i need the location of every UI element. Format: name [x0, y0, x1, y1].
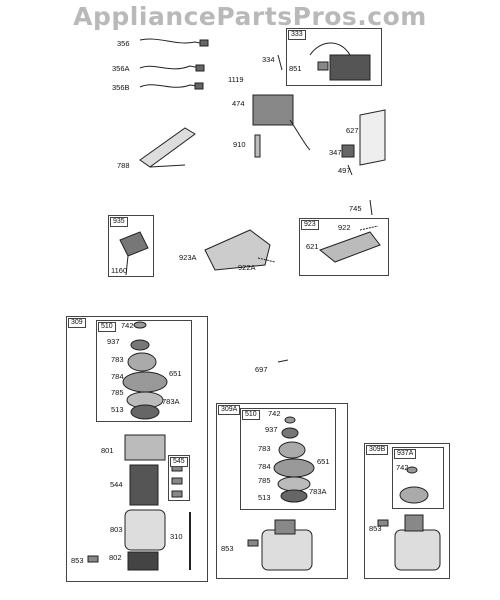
- part-627: 627: [346, 126, 359, 135]
- part-783b: 783: [258, 444, 271, 453]
- group-309-box: [66, 316, 208, 582]
- group-923-box: [299, 218, 389, 276]
- part-1119: 1119: [228, 75, 244, 84]
- part-937b: 937: [265, 425, 278, 434]
- part-853c: 853: [369, 524, 382, 533]
- part-651b: 651: [317, 457, 330, 466]
- part-783a: 783: [111, 355, 124, 364]
- tag-510a: 510: [98, 322, 116, 332]
- part-697: 697: [255, 365, 268, 374]
- part-347: 347: [329, 148, 342, 157]
- group-510b-box: [240, 408, 336, 510]
- tag-937A: 937A: [394, 449, 417, 459]
- part-788: 788: [117, 161, 130, 170]
- part-356B: 356B: [112, 83, 130, 92]
- part-742b: 742: [268, 409, 281, 418]
- part-802: 802: [109, 553, 122, 562]
- part-513a: 513: [111, 405, 124, 414]
- part-784b: 784: [258, 462, 271, 471]
- part-513b: 513: [258, 493, 271, 502]
- part-474: 474: [232, 99, 245, 108]
- group-333-box: [286, 28, 382, 86]
- part-742a: 742: [121, 321, 134, 330]
- part-651a: 651: [169, 369, 182, 378]
- group-545-box: [168, 455, 190, 501]
- part-922A: 922A: [238, 263, 256, 272]
- watermark: AppliancePartsPros.com: [73, 2, 427, 31]
- tag-309B: 309B: [366, 445, 389, 455]
- part-621: 621: [306, 242, 319, 251]
- part-785b: 785: [258, 476, 271, 485]
- tag-309: 309: [68, 318, 86, 328]
- part-922: 922: [338, 223, 351, 232]
- part-784a: 784: [111, 372, 124, 381]
- part-334: 334: [262, 55, 275, 64]
- part-310: 310: [170, 532, 183, 541]
- group-309B-box: [364, 443, 450, 579]
- part-742c: 742: [396, 463, 409, 472]
- part-356A: 356A: [112, 64, 130, 73]
- tag-545: 545: [170, 457, 188, 467]
- group-935-box: [108, 215, 154, 277]
- part-783Aa: 783A: [162, 397, 180, 406]
- tag-935: 935: [110, 217, 128, 227]
- tag-333: 333: [288, 30, 306, 40]
- part-356: 356: [117, 39, 130, 48]
- part-803: 803: [110, 525, 123, 534]
- part-745: 745: [349, 204, 362, 213]
- part-853b: 853: [221, 544, 234, 553]
- tag-510b: 510: [242, 410, 260, 420]
- part-937a: 937: [107, 337, 120, 346]
- part-497: 497: [338, 166, 351, 175]
- part-1160: 1160: [111, 266, 128, 275]
- tag-923: 923: [301, 220, 319, 230]
- part-853a: 853: [71, 556, 84, 565]
- part-923A: 923A: [179, 253, 197, 262]
- tag-309A: 309A: [218, 405, 241, 415]
- part-910: 910: [233, 140, 246, 149]
- part-801: 801: [101, 446, 114, 455]
- group-309A-box: [216, 403, 348, 579]
- group-937A-box: [392, 447, 444, 509]
- part-851: 851: [289, 64, 302, 73]
- part-544: 544: [110, 480, 123, 489]
- part-785a: 785: [111, 388, 124, 397]
- part-783Ab: 783A: [309, 487, 327, 496]
- group-510a-box: [96, 320, 192, 422]
